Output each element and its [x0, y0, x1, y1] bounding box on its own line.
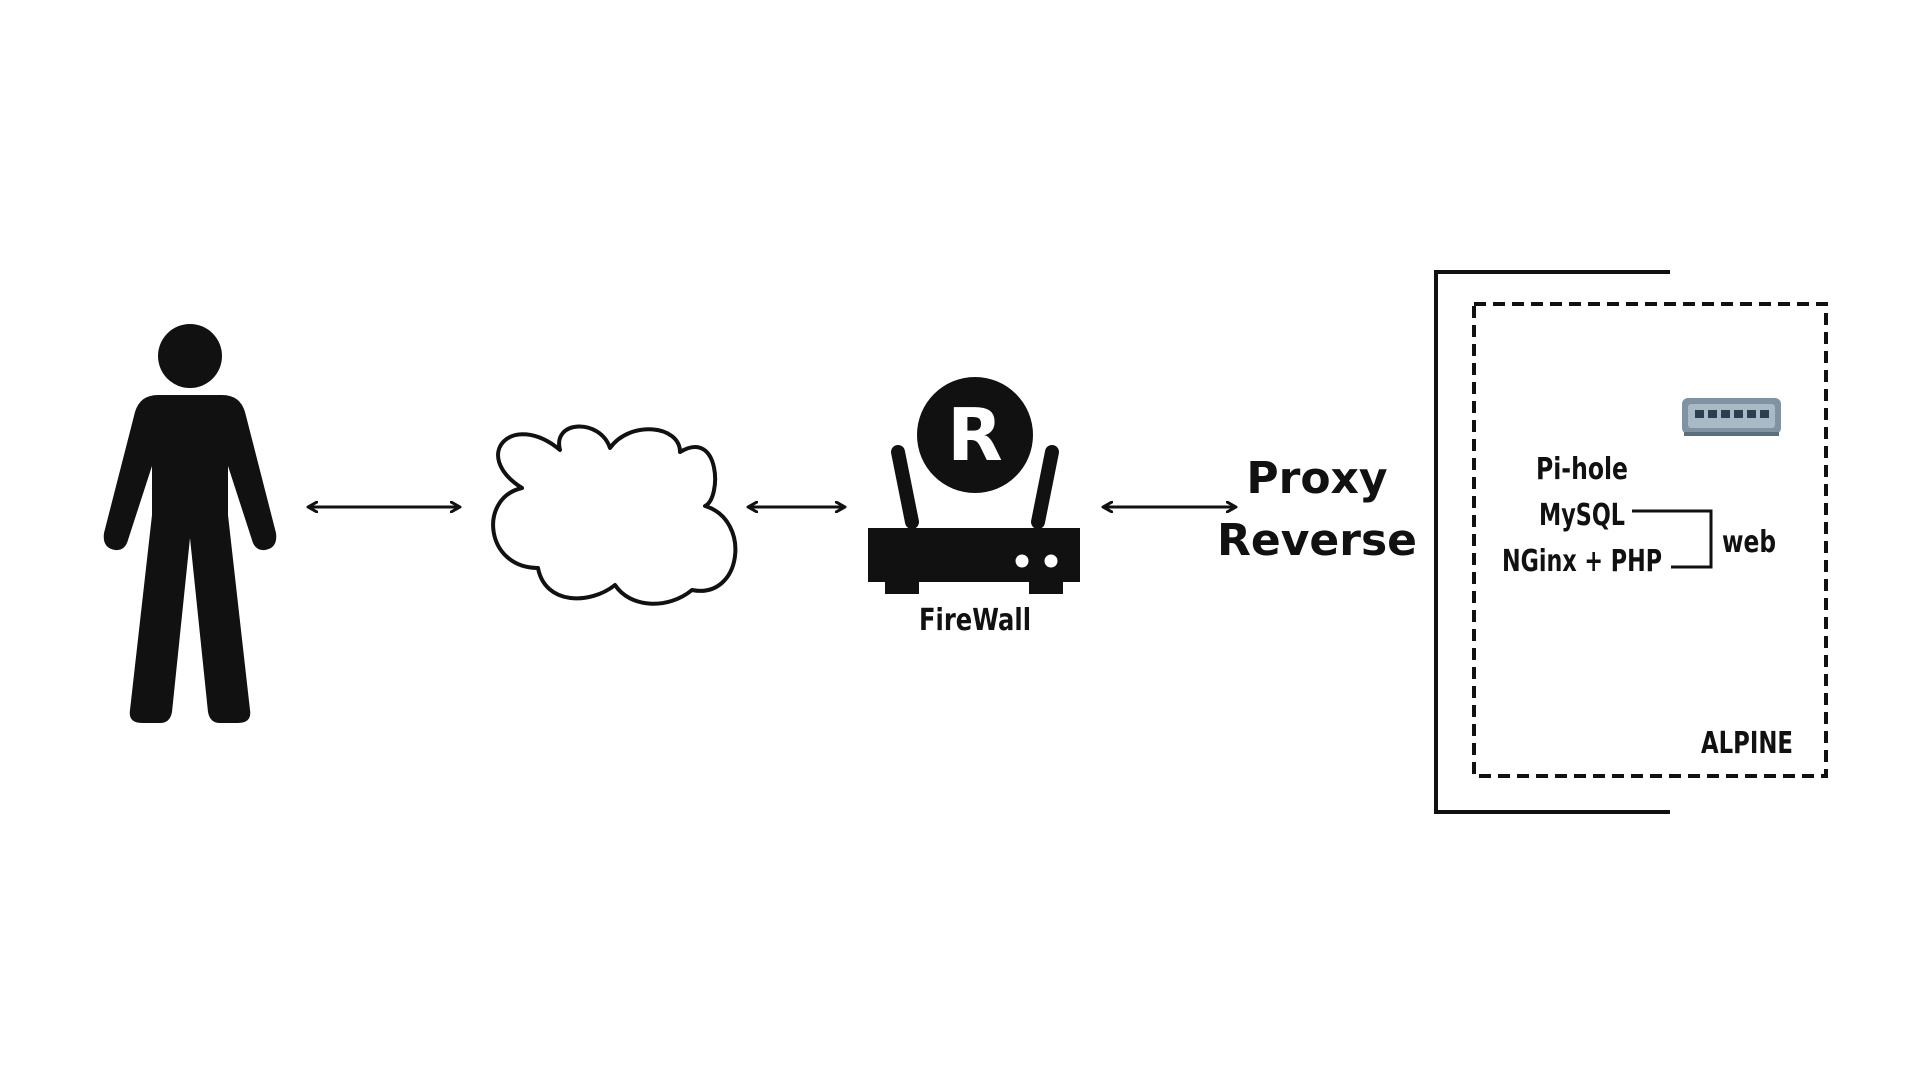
router-antenna-right [1031, 445, 1059, 529]
router-antenna-left [891, 445, 919, 529]
router-foot-right [1029, 580, 1063, 594]
server-bracket [1434, 270, 1670, 814]
proxy-label-line1: Proxy [1246, 453, 1387, 504]
network-switch-icon [1682, 398, 1781, 436]
alpine-container [1472, 302, 1828, 778]
router-body [868, 528, 1080, 582]
router-led [1044, 554, 1058, 568]
proxy-label-line2: Reverse [1217, 515, 1417, 566]
service-mysql: MySQL [1539, 498, 1625, 533]
router-badge-circle [917, 377, 1033, 493]
alpine-label: ALPINE [1701, 726, 1793, 761]
router-led [1015, 554, 1029, 568]
web-label: web [1722, 525, 1776, 560]
router-icon: R [868, 377, 1080, 594]
service-pihole: Pi-hole [1536, 452, 1628, 487]
firewall-label: FireWall [919, 603, 1031, 638]
router-badge-letter: R [947, 393, 1002, 477]
service-nginx-php: NGinx + PHP [1502, 544, 1662, 579]
web-bracket [1632, 509, 1713, 569]
cloud-icon [491, 424, 738, 606]
person-icon [103, 324, 277, 723]
router-foot-left [885, 580, 919, 594]
